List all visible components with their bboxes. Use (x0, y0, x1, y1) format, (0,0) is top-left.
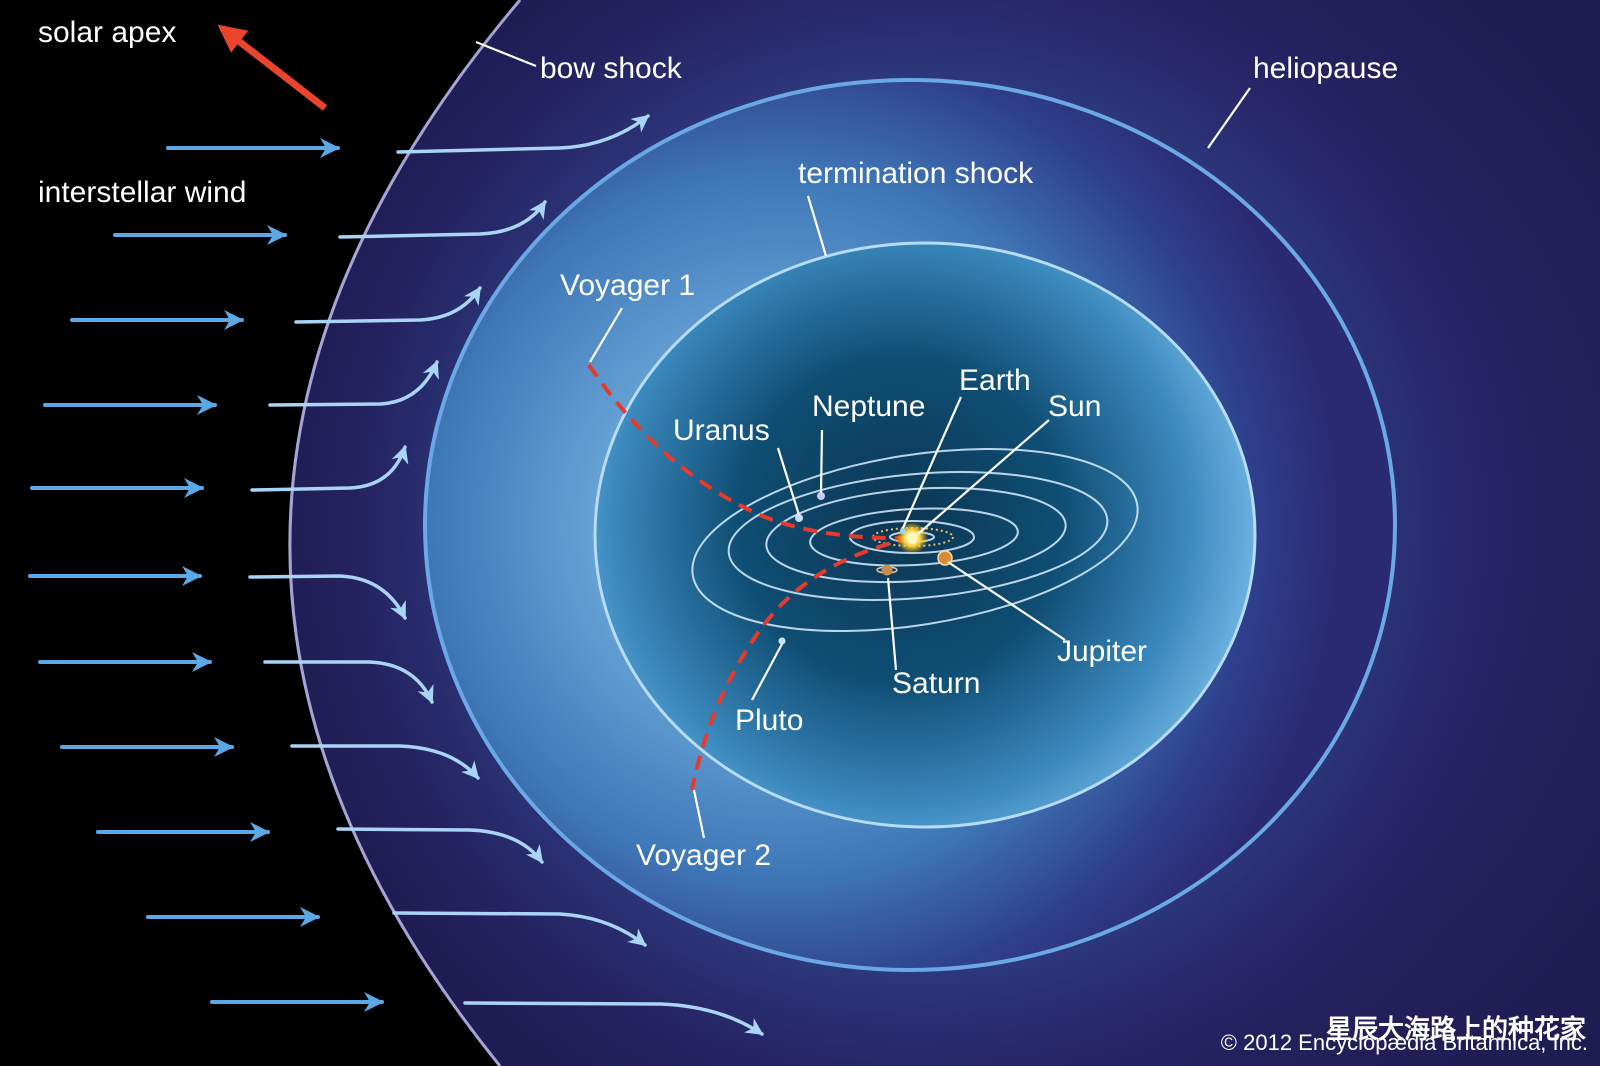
saturn-icon (881, 564, 893, 576)
interstellar-wind-arrows (28, 138, 384, 1012)
bow-shock-line (288, 0, 522, 1066)
earth-label: Earth (959, 364, 1031, 397)
uranus-label: Uranus (673, 414, 770, 447)
voyager-2-label: Voyager 2 (636, 839, 771, 872)
pluto-icon (778, 637, 786, 645)
uranus-icon (795, 514, 803, 522)
voyager-1-label: Voyager 1 (560, 269, 695, 302)
asteroid-belt (872, 527, 954, 547)
sun-label: Sun (1048, 390, 1101, 423)
interstellar-wind-label: interstellar wind (38, 176, 246, 209)
termination-shock-label: termination shock (798, 157, 1034, 190)
voyager-2-trajectory (690, 536, 913, 791)
heliopause-label: heliopause (1253, 52, 1398, 85)
saturn-label: Saturn (892, 667, 980, 700)
jupiter-label: Jupiter (1057, 635, 1147, 668)
neptune-label: Neptune (812, 390, 925, 423)
earth-icon (900, 528, 906, 534)
watermark-text: 星辰大海路上的种花家 (1326, 1014, 1586, 1045)
neptune-icon (817, 492, 825, 500)
leader-lines (475, 40, 1251, 839)
voyager-1-trajectory (587, 363, 913, 541)
bow-shock-label: bow shock (540, 52, 683, 85)
termination-shock-boundary (593, 241, 1257, 829)
pluto-label: Pluto (735, 704, 803, 737)
deflected-flow-arrows (248, 114, 764, 1036)
solar-apex-label: solar apex (38, 16, 176, 49)
copyright-credit: © 2012 Encyclopædia Britannica, Inc. (1221, 1030, 1588, 1055)
solar-apex-arrow (217, 24, 328, 111)
heliopause-boundary (423, 78, 1397, 972)
